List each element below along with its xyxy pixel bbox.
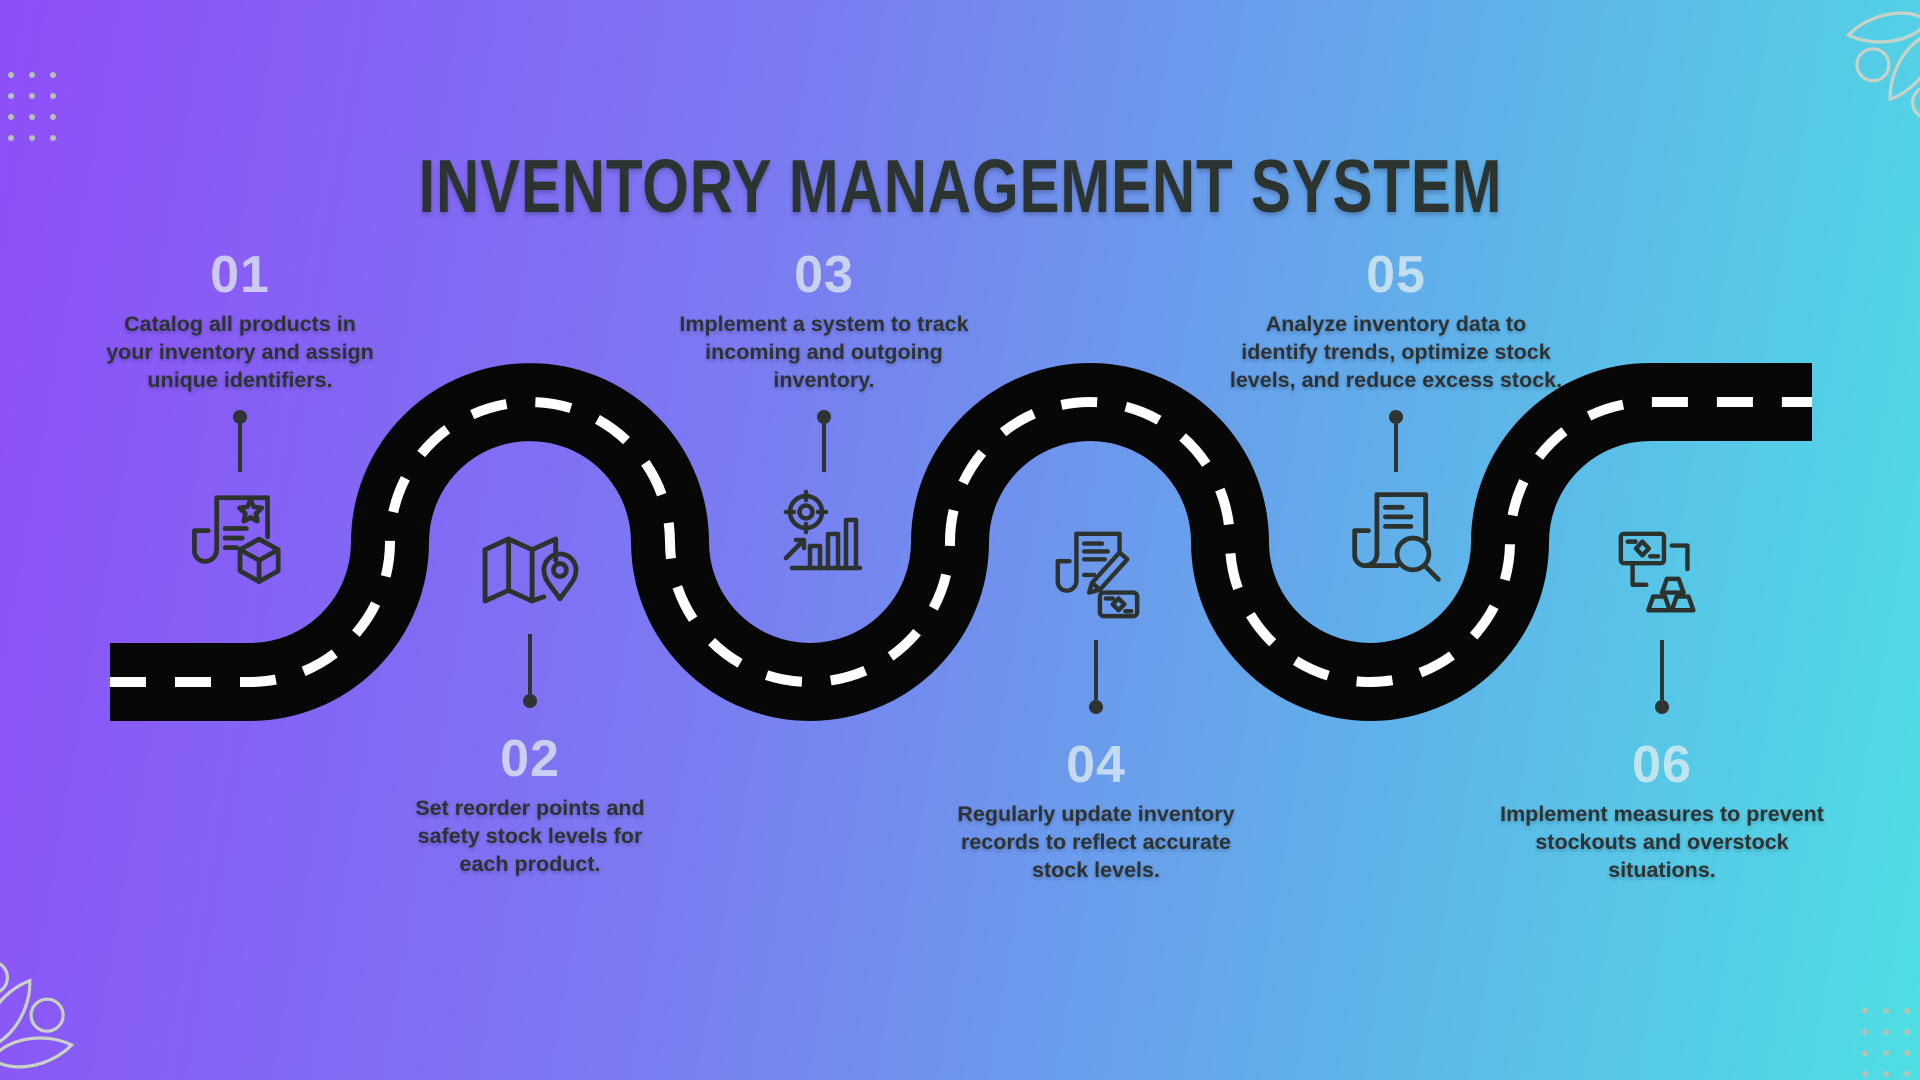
page-title: INVENTORY MANAGEMENT SYSTEM: [418, 144, 1502, 229]
money-gold-bars-icon: [1618, 531, 1696, 613]
connector-line: [1655, 640, 1669, 714]
dot-grid-decoration-bottom-right: [1862, 1008, 1910, 1077]
step-05: 05 Analyze inventory data to identify tr…: [1196, 248, 1596, 590]
step-description: Catalog all products in your inventory a…: [106, 312, 374, 392]
connector-line: [1089, 640, 1103, 714]
bar-chart-target-icon: [783, 489, 863, 571]
document-star-cube-icon: [192, 495, 281, 584]
document-search-icon: [1352, 492, 1441, 582]
step-number: 02: [500, 730, 560, 788]
step-description: Regularly update inventory records to re…: [957, 802, 1235, 882]
step-description: Analyze inventory data to identify trend…: [1229, 312, 1563, 392]
connector-line: [1389, 410, 1403, 472]
step-number: 05: [1366, 246, 1426, 304]
step-06: 06 Implement measures to prevent stockou…: [1462, 524, 1862, 884]
step-03: 03 Implement a system to track incoming …: [624, 248, 1024, 584]
step-01: 01 Catalog all products in your inventor…: [40, 248, 440, 590]
connector-line: [233, 410, 247, 472]
step-02: 02 Set reorder points and safety stock l…: [330, 524, 730, 878]
step-number: 04: [1066, 736, 1126, 794]
map-location-pin-icon: [482, 536, 579, 604]
step-number: 01: [210, 246, 270, 304]
connector-line: [523, 634, 537, 708]
flower-ornament-icon: [1845, 11, 1920, 118]
dot-grid-decoration-top-left: [8, 72, 56, 141]
flower-ornament-icon: [0, 959, 75, 1069]
step-04: 04 Regularly update inventory records to…: [896, 524, 1296, 884]
step-number: 06: [1632, 736, 1692, 794]
step-description: Implement a system to track incoming and…: [679, 312, 969, 392]
step-description: Implement measures to prevent stockouts …: [1500, 802, 1824, 882]
connector-line: [817, 410, 831, 472]
road-center-dashed-line: [110, 397, 1812, 687]
document-edit-card-icon: [1055, 531, 1140, 619]
step-number: 03: [794, 246, 854, 304]
step-description: Set reorder points and safety stock leve…: [415, 796, 645, 876]
